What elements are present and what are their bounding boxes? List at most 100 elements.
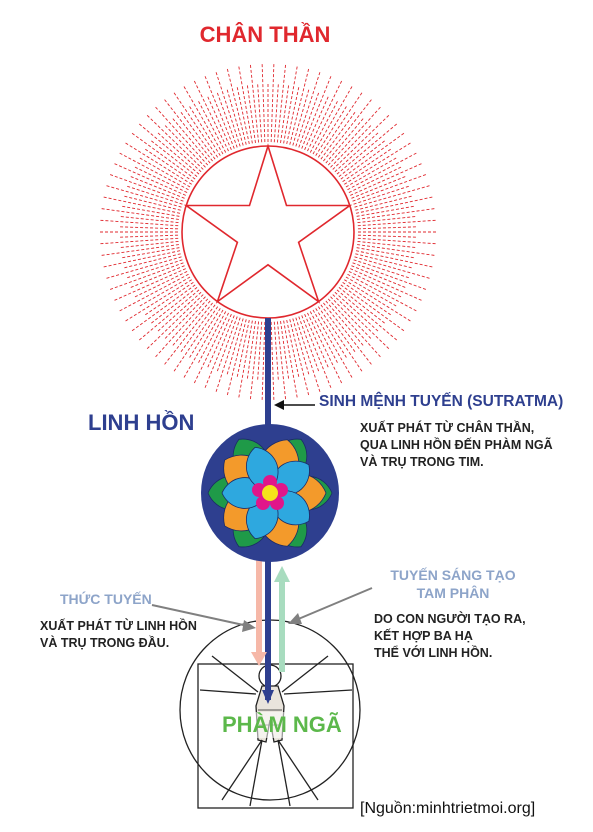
ray bbox=[125, 259, 183, 279]
ray bbox=[203, 315, 235, 390]
ray bbox=[149, 139, 198, 177]
ray bbox=[188, 104, 221, 156]
ray bbox=[292, 87, 310, 146]
ray bbox=[238, 64, 253, 144]
ray bbox=[118, 234, 179, 238]
ray bbox=[249, 321, 260, 402]
ray bbox=[323, 302, 374, 367]
star-icon bbox=[183, 143, 353, 304]
ray bbox=[246, 321, 256, 381]
ray bbox=[179, 304, 216, 354]
consciousness-thread-description: XUẤT PHÁT TỪ LINH HỒN VÀ TRỤ TRONG ĐẦU. bbox=[40, 619, 197, 650]
ray bbox=[280, 321, 290, 381]
ray bbox=[120, 247, 180, 259]
ray bbox=[132, 271, 188, 299]
ray bbox=[315, 104, 348, 156]
ray bbox=[112, 162, 186, 196]
soul-title: LINH HỒN bbox=[88, 410, 195, 435]
ray bbox=[98, 237, 179, 245]
ray bbox=[357, 240, 418, 249]
ray bbox=[315, 308, 348, 360]
ray bbox=[325, 300, 365, 348]
ray bbox=[352, 173, 428, 202]
ray bbox=[143, 147, 194, 183]
creative-thread-title: TUYẾN SÁNG TẠO TAM PHÂN bbox=[390, 567, 516, 601]
ray bbox=[216, 316, 238, 374]
ray bbox=[122, 253, 181, 269]
ray bbox=[216, 90, 238, 148]
ray bbox=[182, 84, 224, 155]
ray bbox=[351, 265, 408, 289]
ray bbox=[137, 156, 191, 188]
ray bbox=[193, 79, 229, 152]
ray bbox=[357, 226, 418, 230]
ray bbox=[197, 99, 227, 153]
ray bbox=[153, 298, 209, 359]
consciousness-thread-title: THỨC TUYẾN bbox=[60, 591, 152, 607]
ray bbox=[342, 147, 393, 183]
ray bbox=[292, 318, 310, 377]
ray bbox=[317, 90, 364, 158]
ray bbox=[130, 131, 196, 180]
ray bbox=[295, 317, 321, 394]
ray bbox=[128, 265, 185, 289]
ray bbox=[357, 215, 418, 224]
ray bbox=[206, 314, 232, 370]
ray bbox=[117, 151, 189, 191]
ray bbox=[352, 262, 428, 291]
ray bbox=[145, 113, 204, 170]
creative-thread-description: DO CON NGƯỜI TẠO RA, KẾT HỢP BA HẠ THỂ V… bbox=[374, 612, 526, 660]
ray bbox=[334, 131, 380, 173]
ray bbox=[249, 62, 260, 143]
ray bbox=[276, 321, 287, 402]
ray bbox=[132, 165, 188, 193]
ray bbox=[171, 116, 211, 164]
ray bbox=[108, 262, 184, 291]
ray bbox=[257, 82, 263, 143]
ray bbox=[332, 113, 391, 170]
ray bbox=[286, 85, 300, 145]
monad-star-circle bbox=[181, 143, 355, 319]
ray bbox=[283, 320, 298, 400]
ray bbox=[330, 296, 373, 341]
ray bbox=[257, 321, 263, 382]
ray bbox=[307, 312, 343, 385]
ray bbox=[153, 105, 209, 166]
ray bbox=[125, 185, 183, 205]
ray bbox=[355, 195, 414, 211]
ray bbox=[137, 276, 191, 308]
ray bbox=[163, 123, 206, 168]
ray bbox=[289, 66, 310, 145]
ray bbox=[280, 83, 290, 143]
ray bbox=[317, 306, 364, 374]
ray bbox=[348, 271, 404, 299]
ray bbox=[172, 306, 219, 374]
ray bbox=[179, 110, 216, 160]
ray bbox=[215, 317, 241, 394]
ray bbox=[108, 173, 184, 202]
ray bbox=[118, 215, 179, 224]
ray bbox=[357, 237, 438, 245]
ray bbox=[309, 99, 339, 153]
ray bbox=[101, 196, 181, 214]
ray bbox=[355, 253, 414, 269]
ray bbox=[289, 319, 310, 398]
ray bbox=[350, 268, 424, 302]
ray bbox=[354, 184, 432, 208]
ray bbox=[350, 162, 424, 196]
ray bbox=[101, 250, 181, 268]
sutratma-description: XUẤT PHÁT TỪ CHÂN THẦN, QUA LINH HỒN ĐẾN… bbox=[360, 421, 553, 469]
ray bbox=[312, 309, 354, 380]
ray bbox=[320, 110, 357, 160]
ray bbox=[340, 284, 406, 333]
sutratma-arrowhead bbox=[262, 690, 274, 704]
ray bbox=[301, 315, 333, 390]
ray bbox=[270, 321, 275, 402]
ray bbox=[348, 165, 404, 193]
ray bbox=[118, 226, 179, 230]
personality-title: PHÀM NGÃ bbox=[220, 712, 344, 738]
ray bbox=[283, 64, 298, 144]
ray bbox=[163, 296, 206, 341]
ray bbox=[357, 207, 437, 220]
